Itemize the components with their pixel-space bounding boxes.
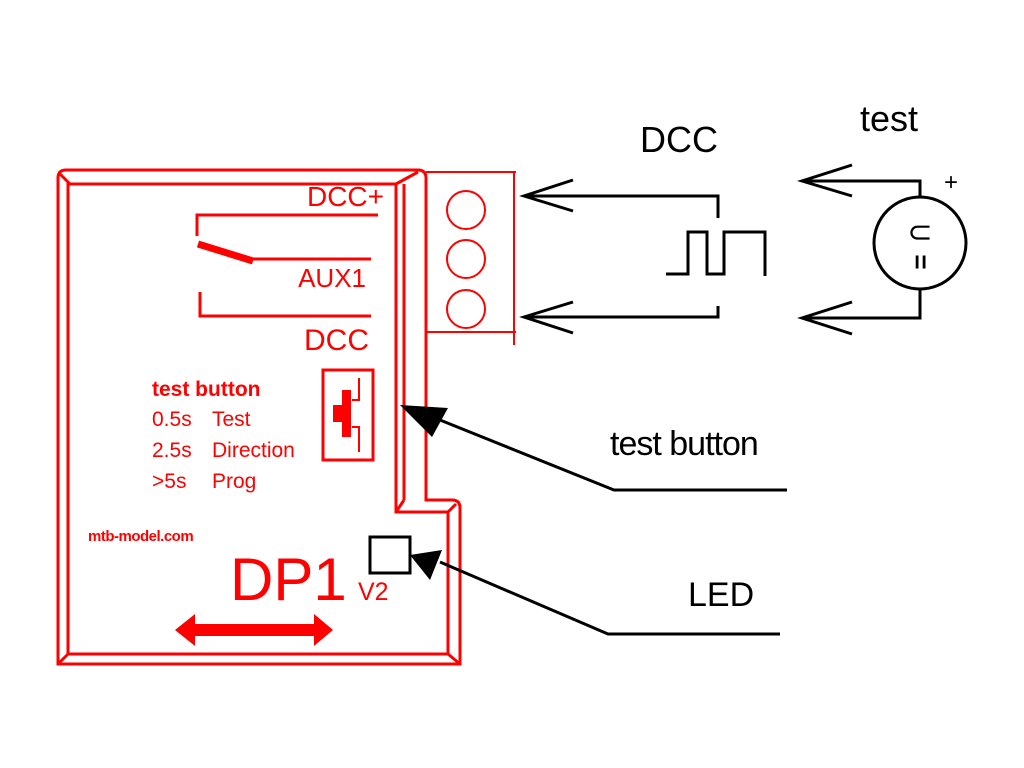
legend-action-3: Prog: [212, 470, 256, 493]
legend-action-2: Direction: [212, 439, 295, 462]
callout-led-leader: [439, 560, 780, 636]
bevel-bottom-right: [447, 652, 461, 666]
polarity-plus: +: [944, 169, 958, 196]
model-name: DP1: [230, 546, 347, 613]
board-outer-edge: [56, 168, 462, 666]
callout-test-button: [400, 405, 787, 492]
push-button-contact-bottom: [352, 426, 360, 452]
dcc-arrow-top-icon: [519, 178, 574, 213]
dcc-input-wiring: [519, 178, 767, 335]
test-signal-label: test: [860, 98, 918, 139]
dcc-signal-label: DCC: [640, 119, 718, 160]
callout-test-button-arrowhead-icon: [400, 405, 448, 437]
legend-time-2: 2.5s: [152, 439, 192, 462]
contact-dcc-plus-line: [195, 213, 378, 236]
led-indicator[interactable]: [368, 535, 412, 575]
board-outline: [56, 168, 462, 666]
push-button-plunger: [342, 390, 351, 437]
source-symbol-bottom: =: [906, 254, 936, 269]
test-arrow-bottom-icon: [797, 300, 853, 336]
bevel-bottom-left: [56, 652, 70, 666]
legend-time-1: 0.5s: [152, 408, 192, 431]
bevel-top-right: [395, 170, 419, 186]
test-wire-top: [802, 179, 922, 196]
bevel-step-right: [446, 502, 458, 514]
legend-action-1: Test: [212, 408, 251, 431]
legend-title: test button: [152, 378, 260, 401]
terminal-screw-3: [446, 289, 486, 329]
dcc-arrow-bottom-icon: [519, 300, 574, 335]
terminal-screw-2: [446, 239, 486, 279]
terminal-block: [426, 171, 516, 345]
double-arrow-icon: [175, 614, 333, 646]
contact-dcc-line: [198, 292, 371, 318]
push-button-cap: [333, 405, 343, 422]
relay-switch: [195, 213, 378, 318]
dcc-wire-bottom: [524, 306, 720, 319]
switch-lever: [196, 240, 255, 265]
push-button-icon[interactable]: [321, 368, 375, 462]
website-label: mtb-model.com: [88, 528, 193, 545]
dcc-wire-top: [524, 194, 720, 218]
terminal-block-outline: [426, 171, 516, 345]
callout-led: [410, 550, 780, 636]
bevel-top-left: [58, 172, 72, 186]
model-version: V2: [358, 578, 389, 606]
label-aux1: AUX1: [298, 263, 366, 293]
terminal-screw-1: [446, 190, 486, 230]
test-wire-bottom: [802, 290, 922, 320]
legend-time-3: >5s: [152, 470, 186, 493]
test-arrow-top-icon: [796, 163, 853, 198]
label-dcc-plus: DCC+: [307, 181, 384, 212]
callout-test-button-leader: [439, 418, 787, 492]
bevel-step-left: [394, 499, 406, 513]
voltage-source-icon: [872, 195, 968, 291]
callout-test-button-label: test button: [610, 425, 758, 463]
push-button-frame: [321, 368, 375, 462]
callout-led-arrowhead-icon: [410, 550, 442, 580]
callout-led-label: LED: [688, 576, 754, 614]
source-symbol-top: ⊂: [907, 216, 932, 249]
push-button-contact-top: [352, 378, 360, 401]
label-dcc: DCC: [304, 324, 369, 357]
square-wave-icon: [666, 230, 767, 276]
button-legend: test button 0.5s Test 2.5s Direction >5s…: [152, 378, 295, 493]
test-source-wiring: [796, 163, 968, 336]
